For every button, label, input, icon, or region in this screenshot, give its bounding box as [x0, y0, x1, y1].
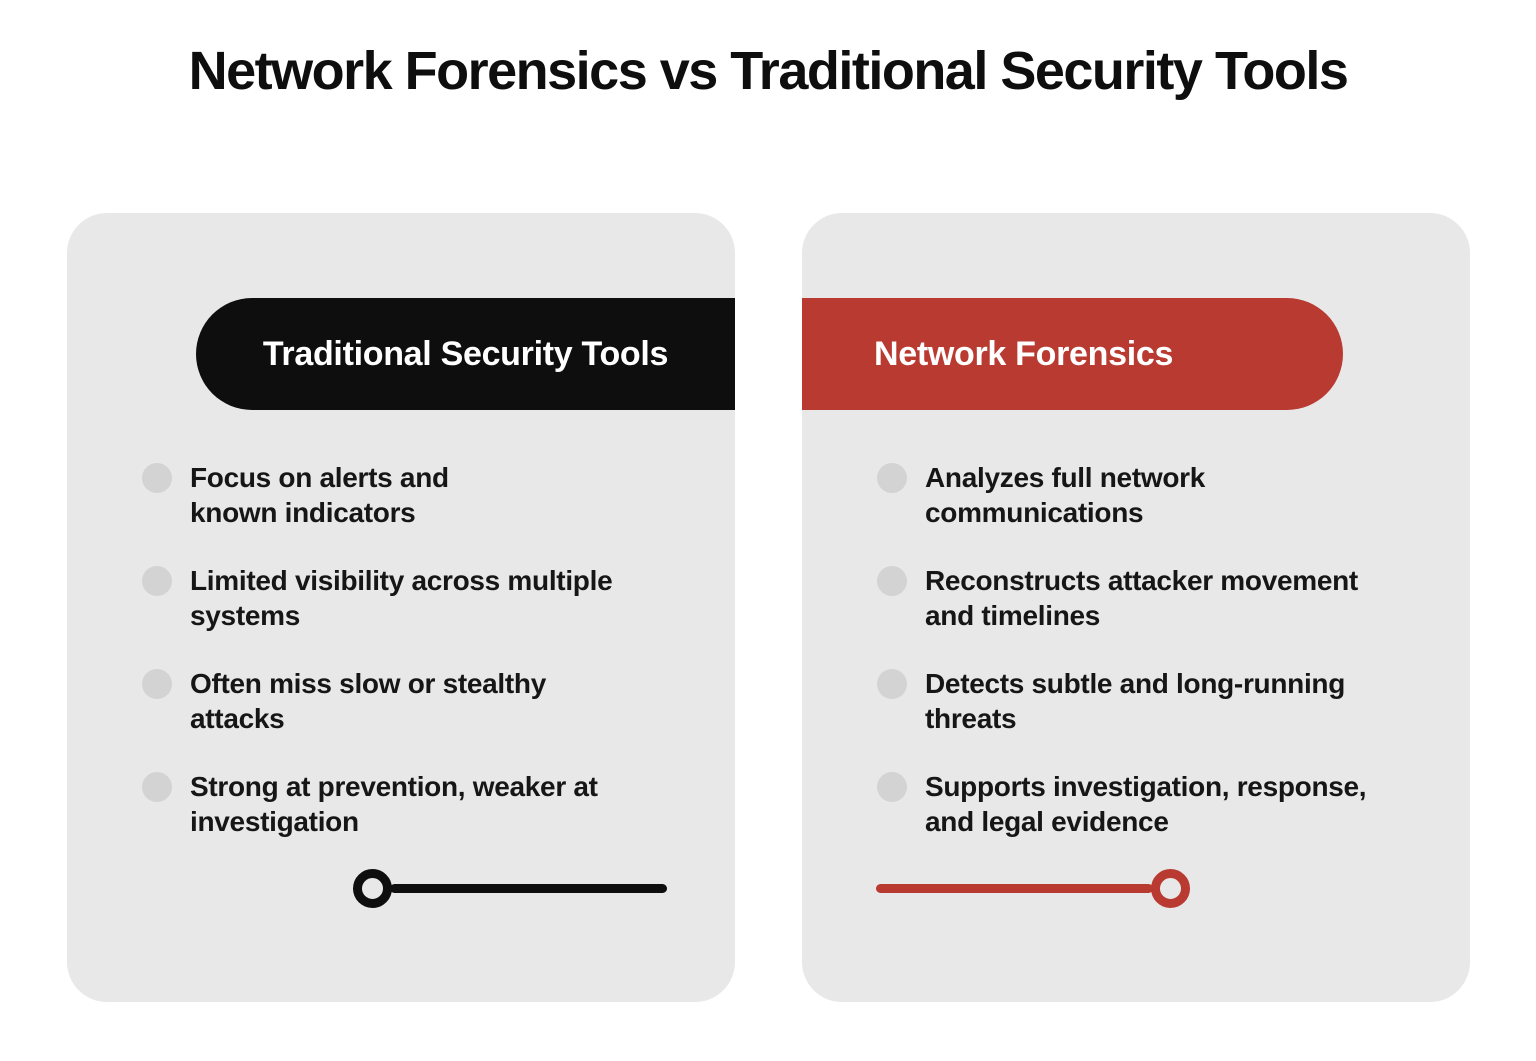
traditional-bullet-list: Focus on alerts and known indicators Lim…	[67, 460, 735, 872]
card-header-traditional: Traditional Security Tools	[196, 298, 735, 410]
bullet-text: Analyzes full network communications	[925, 462, 1205, 528]
hollow-circle-icon	[1151, 869, 1190, 908]
keyline-bar	[876, 884, 1153, 893]
bullet-text: Often miss slow or stealthy attacks	[190, 668, 546, 734]
bullet-text: Supports investigation, response, and le…	[925, 771, 1367, 837]
forensics-bullet-list: Analyzes full network communications Rec…	[802, 460, 1470, 872]
bullet-dot-icon	[877, 566, 907, 596]
list-item: Strong at prevention, weaker at investig…	[67, 769, 735, 839]
keyline-decoration-left	[353, 869, 667, 908]
page-title: Network Forensics vs Traditional Securit…	[188, 41, 1349, 101]
bullet-dot-icon	[142, 566, 172, 596]
card-header-forensics-label: Network Forensics	[874, 334, 1174, 373]
bullet-text: Detects subtle and long-running threats	[925, 668, 1346, 734]
bullet-text: Reconstructs attacker movement and timel…	[925, 565, 1358, 631]
bullet-text: Limited visibility across multiple syste…	[190, 565, 613, 631]
bullet-dot-icon	[877, 463, 907, 493]
list-item: Analyzes full network communications	[802, 460, 1470, 530]
bullet-text: Focus on alerts and known indicators	[190, 462, 449, 528]
hollow-circle-icon	[353, 869, 392, 908]
list-item: Often miss slow or stealthy attacks	[67, 666, 735, 736]
bullet-dot-icon	[877, 669, 907, 699]
bullet-text: Strong at prevention, weaker at investig…	[190, 771, 598, 837]
bullet-dot-icon	[142, 669, 172, 699]
list-item: Supports investigation, response, and le…	[802, 769, 1470, 839]
card-header-forensics: Network Forensics	[802, 298, 1343, 410]
card-header-traditional-label: Traditional Security Tools	[262, 334, 669, 373]
list-item: Focus on alerts and known indicators	[67, 460, 735, 530]
card-network-forensics: Network Forensics Analyzes full network …	[802, 213, 1470, 1002]
bullet-dot-icon	[877, 772, 907, 802]
list-item: Detects subtle and long-running threats	[802, 666, 1470, 736]
list-item: Limited visibility across multiple syste…	[67, 563, 735, 633]
card-traditional-security-tools: Traditional Security Tools Focus on aler…	[67, 213, 735, 1002]
bullet-dot-icon	[142, 463, 172, 493]
list-item: Reconstructs attacker movement and timel…	[802, 563, 1470, 633]
bullet-dot-icon	[142, 772, 172, 802]
keyline-bar	[390, 884, 667, 893]
keyline-decoration-right	[876, 869, 1190, 908]
